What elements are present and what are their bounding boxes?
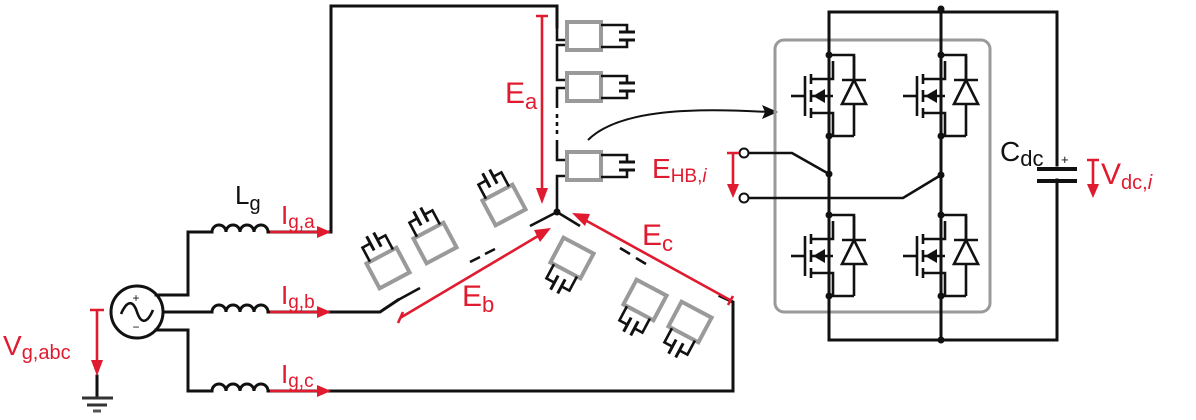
switch-s3 [901, 51, 980, 140]
submodule-a2 [565, 71, 637, 103]
inductor-label: Lg [235, 180, 261, 215]
switch-s4 [901, 211, 980, 300]
arm-a-voltage-label: Ea [505, 77, 538, 114]
dc-capacitor [1037, 167, 1077, 183]
submodule-b1 [355, 226, 409, 288]
dc-capacitor-label: Cdc [1000, 136, 1043, 171]
switch-s1 [789, 51, 868, 140]
arm-c-ellipsis [619, 246, 647, 266]
current-label-b: Ig,b [281, 280, 315, 313]
sine-wave-icon [119, 301, 155, 323]
source-minus: − [132, 320, 139, 334]
switch-s2 [789, 211, 868, 300]
arm-a-voltage-arrow [536, 14, 548, 204]
inductor-b [210, 303, 270, 314]
dc-voltage-arrow [1087, 158, 1099, 198]
phase-c-wire [266, 294, 735, 393]
submodule-cn [657, 302, 711, 364]
source-plus: + [132, 291, 139, 305]
submodule-c1 [539, 238, 593, 300]
dc-positive-rail [827, 10, 1059, 167]
submodule-an [565, 150, 637, 182]
phase-a-wire [266, 4, 559, 234]
arm-c-voltage-label: Ec [642, 219, 673, 256]
arm-b-voltage-label: Eb [462, 280, 494, 317]
current-arrow-a [270, 226, 331, 238]
dc-capacitor-plus: + [1061, 152, 1069, 167]
current-arrow-c [270, 385, 331, 397]
arm-c-voltage-arrow [572, 213, 735, 306]
arm-b [355, 163, 558, 302]
submodule-detail-box [773, 38, 992, 314]
arm-b-voltage-arrow [396, 228, 551, 324]
dc-voltage-label: Vdc,i [1101, 158, 1153, 194]
terminal-voltage-label: EHB,i [652, 153, 707, 187]
submodule-b2 [402, 201, 456, 263]
submodule-bn [471, 163, 525, 225]
current-label-c: Ig,c [281, 359, 314, 392]
inductor-c [210, 382, 270, 393]
inductor-a [210, 223, 270, 234]
submodule-c2 [612, 280, 666, 342]
current-arrow-b [270, 306, 331, 318]
current-label-a: Ig,a [281, 200, 315, 233]
terminal-voltage-arrow [727, 151, 739, 198]
arm-a [555, 20, 637, 212]
ground-icon [82, 374, 113, 413]
submodule-a1 [565, 20, 637, 52]
submodule-terminals [738, 147, 945, 204]
detail-pointer-arrow [587, 105, 778, 141]
source-voltage-arrow [90, 308, 104, 376]
arm-c [539, 210, 711, 364]
source-voltage-label: Vg,abc [3, 330, 71, 364]
phase-a-wire-left [154, 230, 214, 297]
phase-c-wire-left [154, 328, 214, 393]
arm-b-ellipsis [469, 247, 496, 264]
